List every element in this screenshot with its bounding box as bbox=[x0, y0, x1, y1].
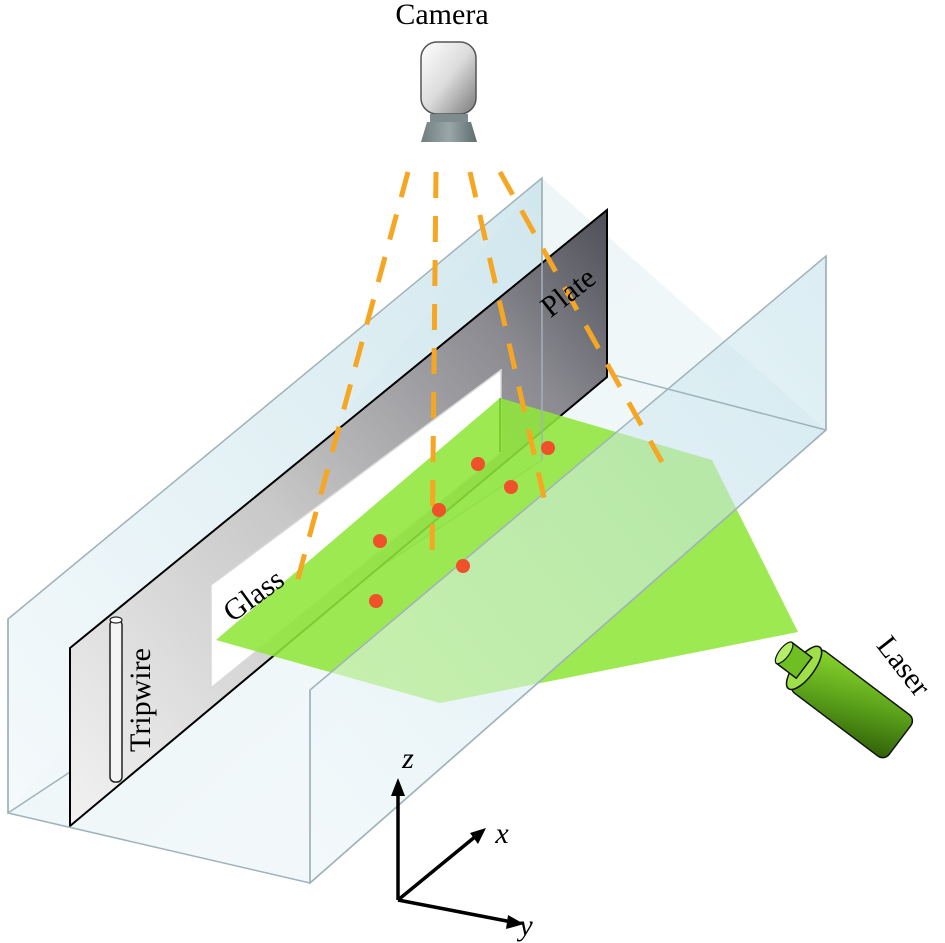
particle bbox=[373, 534, 387, 548]
particles bbox=[369, 441, 555, 608]
camera-rays bbox=[293, 170, 665, 587]
z-axis-label: z bbox=[401, 742, 414, 775]
camera-label: Camera bbox=[395, 0, 488, 31]
laser-icon bbox=[774, 641, 914, 759]
particle bbox=[432, 503, 446, 517]
particle bbox=[471, 457, 485, 471]
tank-outline bbox=[7, 178, 827, 884]
axes bbox=[391, 778, 524, 929]
particle bbox=[504, 480, 518, 494]
y-axis-label: y bbox=[516, 909, 533, 942]
tripwire-label: Tripwire bbox=[124, 648, 157, 752]
particle bbox=[541, 441, 555, 455]
tripwire bbox=[109, 616, 123, 783]
particle bbox=[369, 594, 383, 608]
x-axis-label: x bbox=[494, 817, 509, 850]
camera-icon bbox=[420, 41, 477, 142]
particle bbox=[456, 559, 470, 573]
